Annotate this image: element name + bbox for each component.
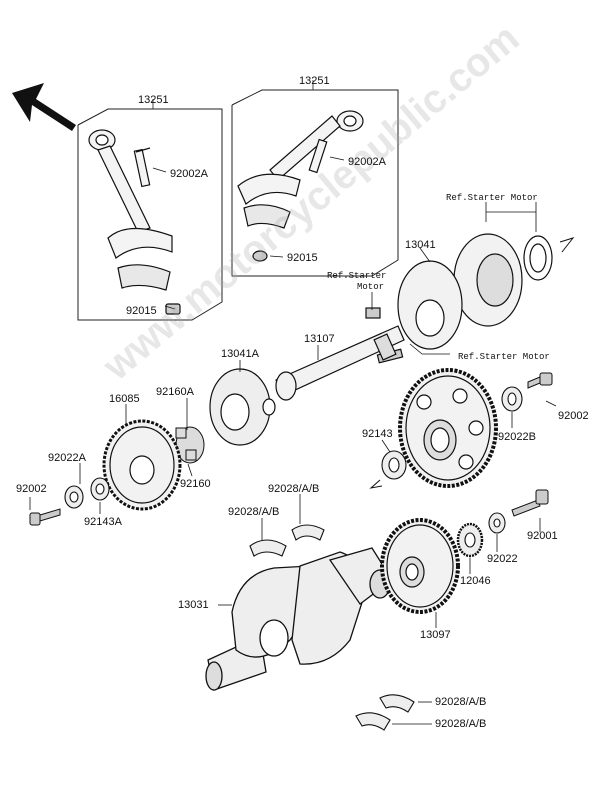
label-ref-starter-motor-low: Ref.Starter Motor: [458, 352, 550, 362]
connecting-rod-left: [88, 129, 181, 315]
label-92022A: 92022A: [48, 452, 86, 464]
label-ref-starter-mid-1: Ref.Starter: [327, 271, 387, 281]
label-92002A-right: 92002A: [348, 156, 386, 168]
label-ref-starter-mid-2: Motor: [357, 282, 385, 292]
label-13107: 13107: [304, 333, 335, 345]
label-92160A: 92160A: [156, 386, 194, 398]
label-92015-left: 92015: [126, 305, 157, 317]
gear-13097: [380, 518, 460, 614]
label-92143: 92143: [362, 428, 393, 440]
collar-92143A: [90, 477, 110, 501]
shaft-13107: [275, 325, 405, 401]
label-92160: 92160: [180, 478, 211, 490]
bolt-92002-right: [527, 372, 553, 389]
conrod-box-left: [77, 99, 223, 321]
label-13041: 13041: [405, 239, 436, 251]
label-13251-left: 13251: [138, 94, 169, 106]
gear-13041A: [209, 368, 276, 446]
washer-92022A: [64, 485, 84, 509]
gear-16085: [102, 419, 182, 511]
gear-12046: [456, 522, 484, 558]
conrod-box-right: [231, 80, 399, 277]
label-92028AB-low1: 92028/A/B: [435, 696, 487, 708]
bolt-92001: [511, 489, 549, 517]
bolt-92002-left: [29, 508, 61, 526]
leader-lines: [29, 156, 557, 725]
label-92001: 92001: [527, 530, 558, 542]
front-direction-arrow-icon: [12, 83, 76, 131]
label-13097: 13097: [420, 629, 451, 641]
bearing-shells-lower: [355, 694, 415, 731]
starter-driven-gear: [398, 368, 498, 488]
label-92022: 92022: [487, 553, 518, 565]
label-13041A: 13041A: [221, 348, 259, 360]
label-92028AB-top2: 92028/A/B: [228, 506, 280, 518]
washer-92022: [488, 512, 506, 534]
label-92022B: 92022B: [498, 431, 536, 443]
label-12046: 12046: [460, 575, 491, 587]
label-92002A-left: 92002A: [170, 168, 208, 180]
label-92028AB-top: 92028/A/B: [268, 483, 320, 495]
label-13031: 13031: [178, 599, 209, 611]
label-92002-right: 92002: [558, 410, 589, 422]
damper-92160: [175, 426, 205, 464]
starter-clutch-13041: [365, 233, 553, 364]
bearing-shells-upper: [249, 524, 325, 557]
washer-92022B: [501, 386, 523, 412]
label-13251-right: 13251: [299, 75, 330, 87]
crankshaft-13031: [205, 547, 393, 691]
connecting-rod-right: [237, 110, 364, 262]
label-92015-right: 92015: [287, 252, 318, 264]
label-92143A: 92143A: [84, 516, 122, 528]
label-92002-left: 92002: [16, 483, 47, 495]
collar-92143: [381, 450, 407, 480]
label-ref-starter-motor-top: Ref.Starter Motor: [446, 193, 538, 203]
label-16085: 16085: [109, 393, 140, 405]
label-92028AB-low2: 92028/A/B: [435, 718, 487, 730]
